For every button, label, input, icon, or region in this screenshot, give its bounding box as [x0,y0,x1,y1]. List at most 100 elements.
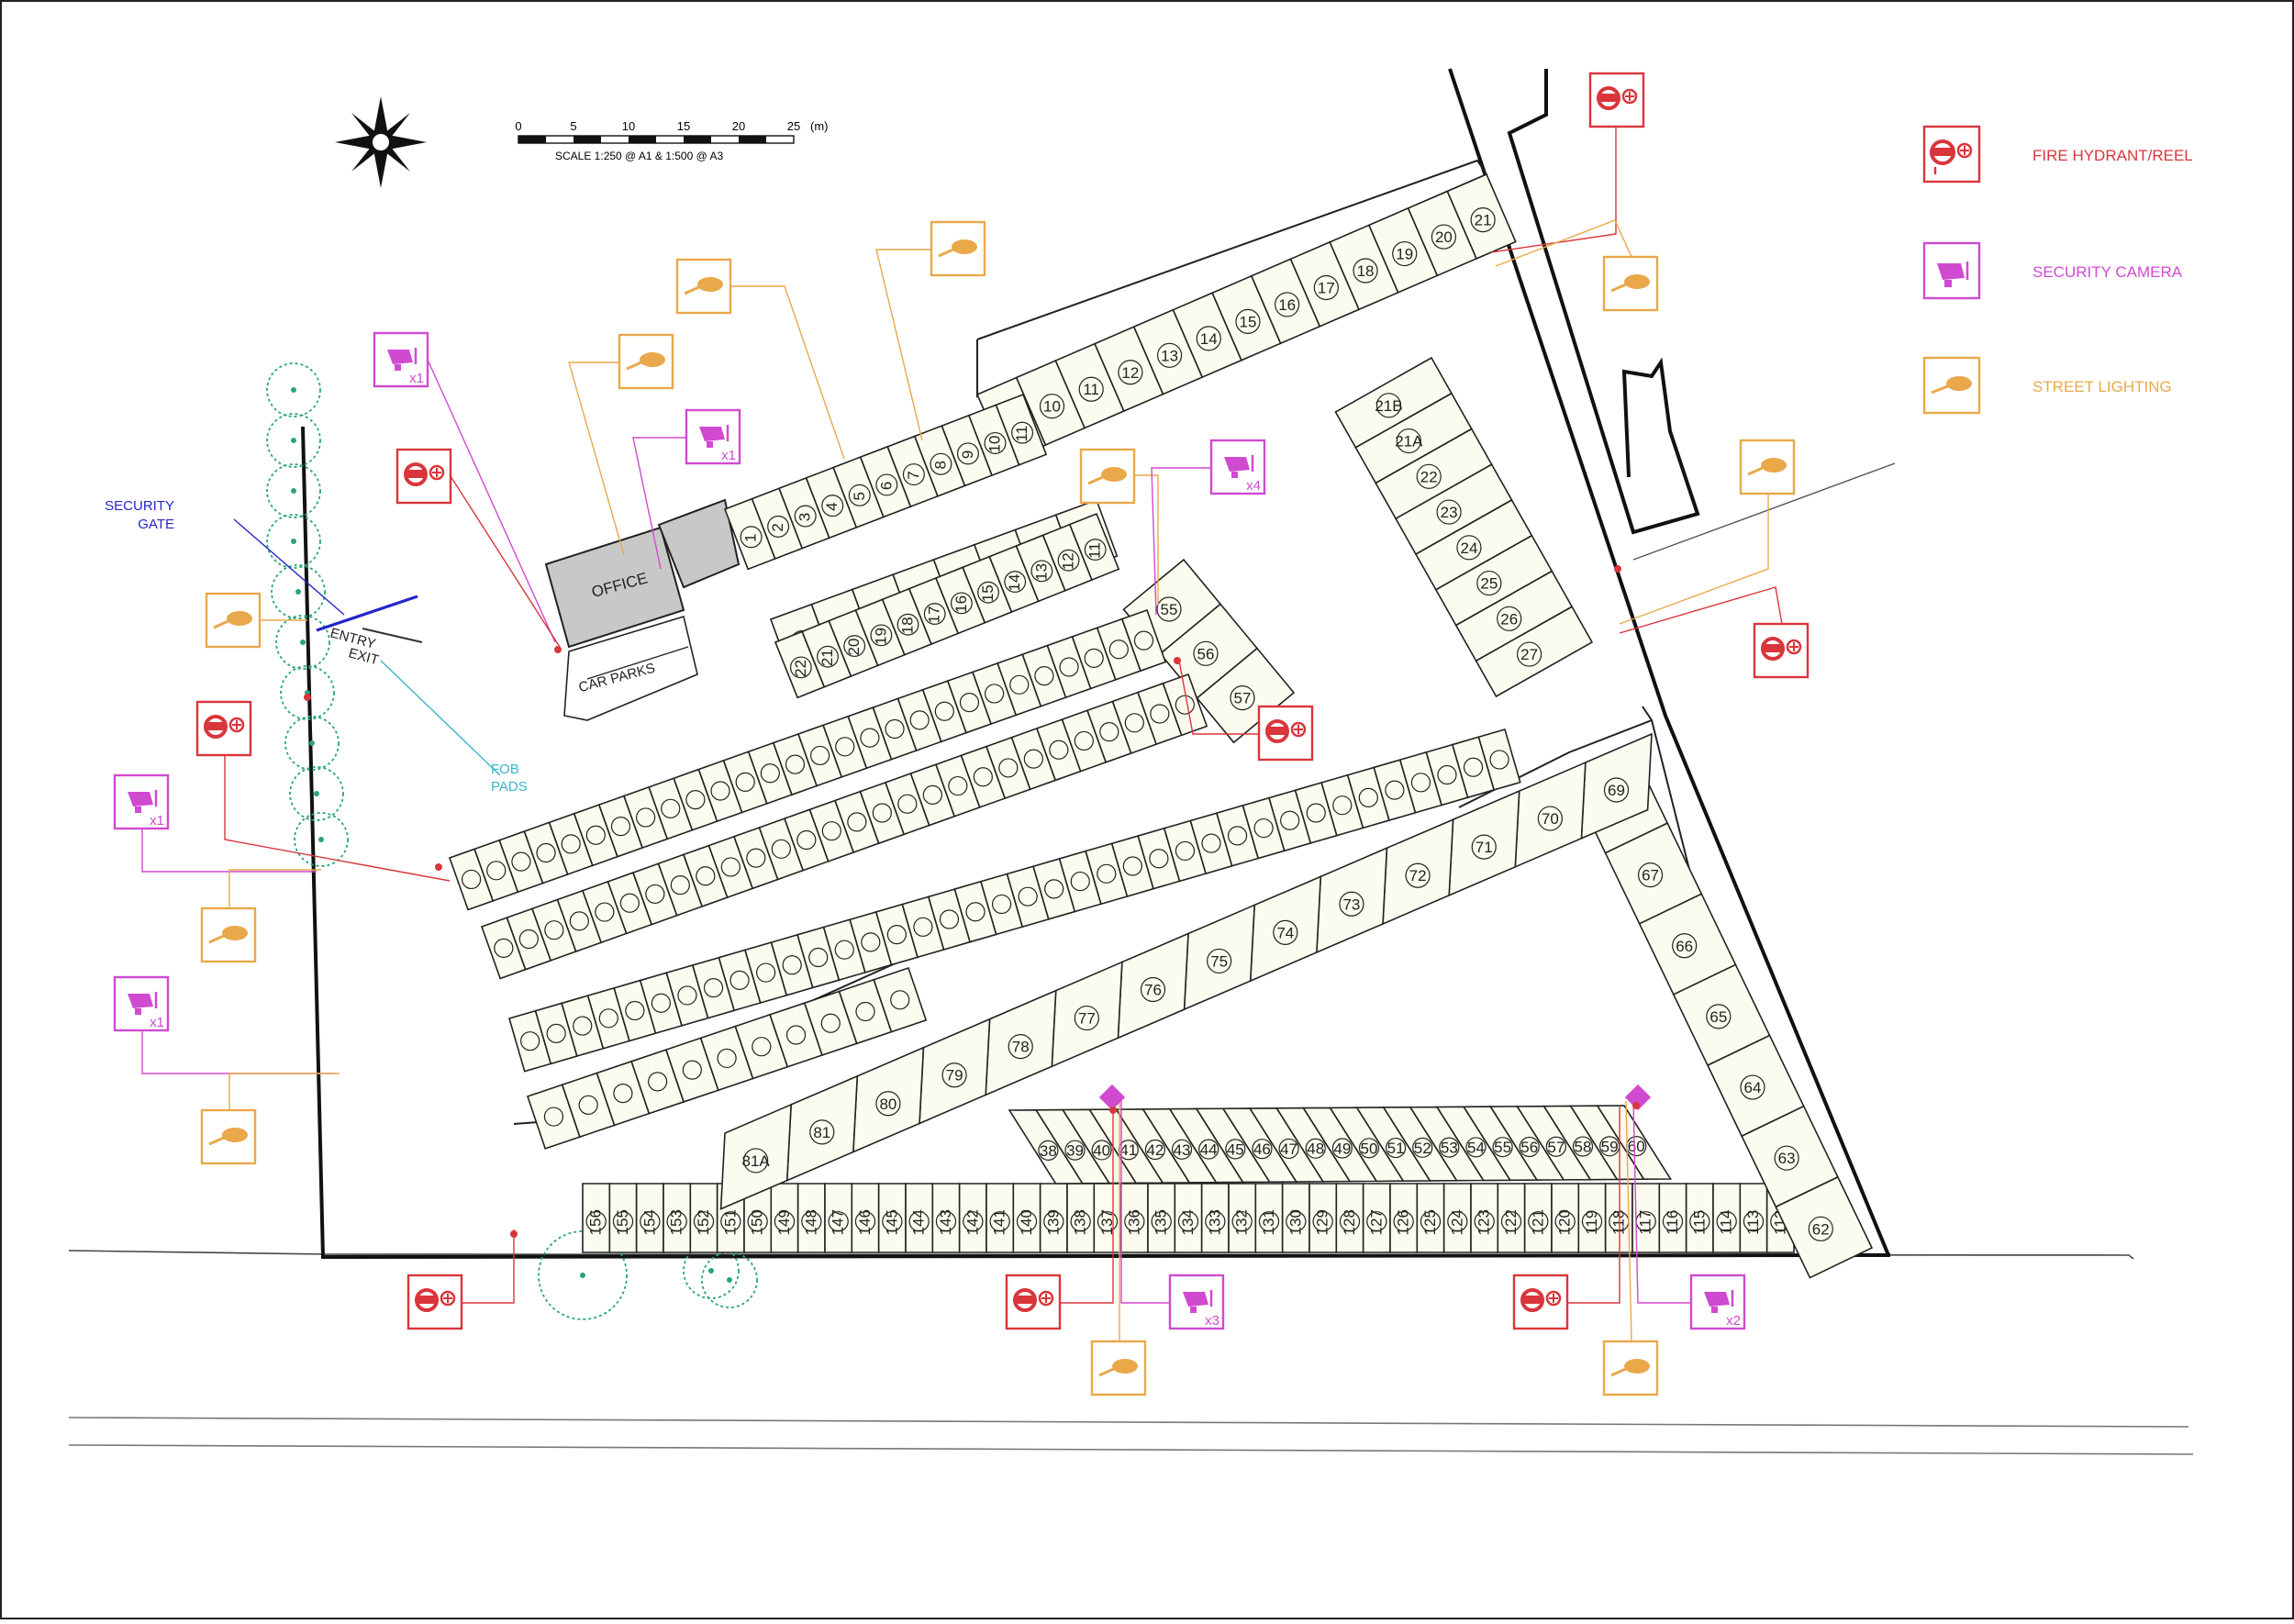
fire-hydrant-reel-icon [1512,1274,1569,1330]
bay-number-circle [909,710,930,730]
bay-number-circle [1416,463,1442,489]
bay-number: 22 [1420,468,1438,485]
tree-centre [295,589,301,595]
tree-symbol [266,514,321,569]
bay-number-circle [1808,1216,1833,1241]
office-building: OFFICE CAR PARKS [544,498,741,721]
bay-number: 6 [877,482,895,490]
bay-number: 81A [742,1152,771,1170]
bay-number-circle [834,940,854,960]
bay-number: 71 [1476,839,1493,856]
bay-number-circle [720,1211,741,1232]
bay-number-circle [810,745,830,766]
tree-symbol [266,463,321,518]
bay-number-circle [977,581,999,604]
bay-number: 75 [1210,952,1228,970]
bay-number-circle [1124,713,1144,733]
bay-number-circle [585,1211,607,1232]
bay-number-circle [1070,1211,1091,1232]
callout-leader [1632,1100,1691,1304]
bay-number-circle [1603,777,1630,803]
bay-number-circle [1366,1211,1387,1232]
bay-number-circle [771,839,791,859]
bay-number: 16 [952,595,970,613]
bay-number: 60 [1628,1138,1645,1155]
callout-leader [1120,1101,1170,1304]
bay-number-circle [1205,1211,1226,1232]
bay-number: 14 [1006,574,1023,592]
callout-leader [450,475,561,648]
bay-number-circle [546,1023,566,1043]
bay-number-circle [752,1037,772,1057]
hydrant-point [1632,1102,1640,1109]
bay-number-circle [1689,1211,1710,1232]
bay-number-circle [677,985,697,1006]
bay-number-circle [923,603,946,625]
bay-number-circle [956,442,979,465]
tree-symbol [280,665,335,720]
bay-number: 19 [1396,246,1413,263]
bay-number-circle [1463,757,1484,777]
bay-number: 147 [830,1209,847,1235]
bay-number: 20 [845,639,863,656]
bay-number: 140 [1018,1209,1035,1235]
tree-centre [291,438,296,443]
bay-number-circle [897,794,918,814]
bay-number-circle [740,526,763,549]
bay-number-circle [1436,499,1462,525]
bay-number: 20 [1435,228,1453,246]
bay-number: 12 [1060,552,1077,570]
bay-number: 14 [1200,330,1218,348]
bay-number: 7 [905,471,922,479]
bay-number-circle [1273,919,1298,945]
bay-number-circle [1396,428,1421,454]
bay-number-circle [645,884,665,905]
tree-symbol [538,1230,628,1320]
bay-number-circle [785,754,806,774]
bay-number-circle [717,1048,737,1069]
bay-number-circle [896,613,919,636]
bay-number-circle [991,894,1012,915]
bay-number-circle [619,893,640,913]
bay-number-circle [890,990,910,1010]
parking-bay [995,393,1048,466]
bay-number: 132 [1233,1209,1251,1235]
bay-number-circle [1078,376,1104,402]
bay-number-circle [486,861,507,881]
bay-number-circle [1227,826,1248,846]
bay-number-circle [930,452,952,475]
bay-number: 26 [1500,610,1518,628]
bay-number: 113 [1744,1210,1762,1235]
bay-number-circle [1519,1136,1540,1158]
bay-number-circle [1465,1137,1487,1158]
bay-number: 150 [749,1209,766,1235]
bay-number: 118 [1609,1210,1627,1235]
legend: FIRE HYDRANT/REEL SECURITY CAMERA STREET… [1922,125,2193,415]
scale-tick-25: 25 [787,119,800,133]
camera-count: x1 [721,448,736,463]
bay-number-circle [1008,1034,1033,1060]
security-camera-icon: x2 [1689,1274,1746,1330]
bay-number: 142 [963,1209,981,1235]
bay-number: 17 [1318,279,1335,296]
scale-unit: (m) [810,119,829,133]
bay-number: 59 [1601,1138,1619,1155]
bay-number-circle [847,812,867,832]
bay-number: 62 [1812,1220,1830,1238]
bay-number-circle [636,807,656,828]
bay-number: 76 [1144,981,1162,998]
bay-number-circle [998,758,1019,778]
bay-number-circle [640,1211,661,1232]
bay-number-circle [1743,1211,1765,1232]
bay-number: 21 [1475,212,1492,229]
bay-number: 50 [1360,1140,1377,1157]
bay-number-circle [1447,1211,1468,1232]
bay-number: 67 [1642,867,1659,884]
bay-number: 70 [1542,810,1559,828]
bay-number-circle [1286,1211,1307,1232]
bay-number-circle [670,874,690,895]
bay-number-circle [1044,879,1064,899]
bay-number: 58 [1575,1139,1592,1156]
bay-number: 11 [1086,542,1104,559]
callout-leader [1619,586,1783,634]
